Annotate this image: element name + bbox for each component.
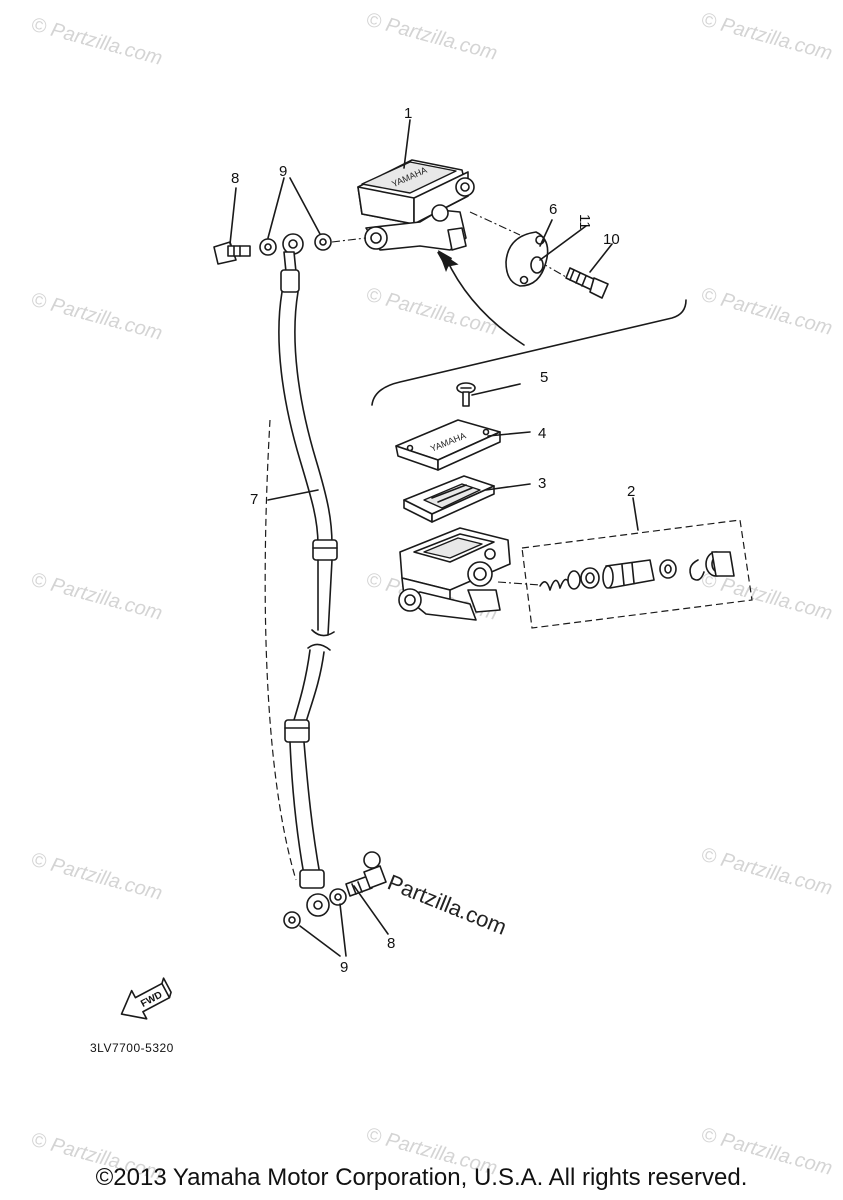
kit-circlip (689, 559, 705, 581)
banjo-fitting-bottom (306, 893, 330, 917)
banjo-bolt-top (213, 241, 251, 265)
screw-part (456, 382, 476, 407)
watermark-text: © Partzilla.com (364, 9, 500, 65)
exploded-bracket (371, 299, 687, 406)
leader-line (353, 885, 389, 935)
leader-line (267, 489, 319, 501)
callout-9-top: 9 (279, 163, 287, 180)
leader-line (299, 925, 341, 957)
callout-9-bottom: 9 (340, 959, 348, 976)
reservoir-cap-part: YAMAHA (395, 419, 501, 471)
callout-8-bottom: 8 (387, 935, 395, 952)
callout-5: 5 (540, 369, 548, 386)
callout-11: 11 (576, 214, 593, 230)
leader-line (289, 177, 321, 235)
leader-line (267, 177, 285, 239)
watermark-text: © Partzilla.com (699, 569, 835, 625)
callout-4: 4 (538, 425, 546, 442)
copyright-notice: ©2013 Yamaha Motor Corporation, U.S.A. A… (95, 1164, 748, 1191)
watermark-text: © Partzilla.com (699, 844, 835, 900)
watermark-text: © Partzilla.com (29, 14, 165, 70)
watermark-text: © Partzilla.com (364, 284, 500, 340)
leader-line (539, 219, 553, 247)
part-code: 3LV7700-5320 (90, 1041, 174, 1055)
banjo-fitting-top (280, 233, 304, 293)
exploded-arrow (445, 257, 525, 346)
kit-cup (659, 559, 677, 579)
brake-hose (264, 291, 338, 889)
brand-watermark: Partzilla.com (384, 869, 510, 939)
leader-line (539, 225, 587, 261)
watermark-text: © Partzilla.com (699, 284, 835, 340)
master-cylinder-body (398, 527, 511, 621)
connector-line (497, 581, 541, 586)
bolt-part (565, 267, 609, 299)
banjo-bolt-bottom (345, 851, 387, 897)
connector-line (469, 211, 521, 236)
kit-boot (705, 551, 735, 577)
watermark-text: © Partzilla.com (699, 9, 835, 65)
callout-6: 6 (549, 201, 557, 218)
watermark-text: © Partzilla.com (29, 569, 165, 625)
watermark-text: © Partzilla.com (29, 849, 165, 905)
callout-8-top: 8 (231, 170, 239, 187)
leader-line (229, 187, 237, 245)
master-cylinder-assembly: YAMAHA (357, 159, 475, 251)
callout-10: 10 (603, 231, 620, 248)
leader-line (339, 903, 347, 957)
callout-1: 1 (404, 105, 412, 122)
kit-box (521, 519, 753, 629)
callout-7: 7 (250, 491, 258, 508)
fwd-arrow-icon: FWD (120, 977, 172, 1020)
kit-piston (602, 559, 655, 589)
washer-part (530, 256, 544, 274)
callout-3: 3 (538, 475, 546, 492)
leader-line (589, 243, 613, 273)
diaphragm-part (403, 475, 495, 523)
callout-2: 2 (627, 483, 635, 500)
leader-line (403, 119, 411, 169)
kit-spring (539, 570, 581, 591)
connector-line (331, 237, 367, 243)
watermark-text: © Partzilla.com (29, 289, 165, 345)
kit-seal (580, 567, 600, 589)
